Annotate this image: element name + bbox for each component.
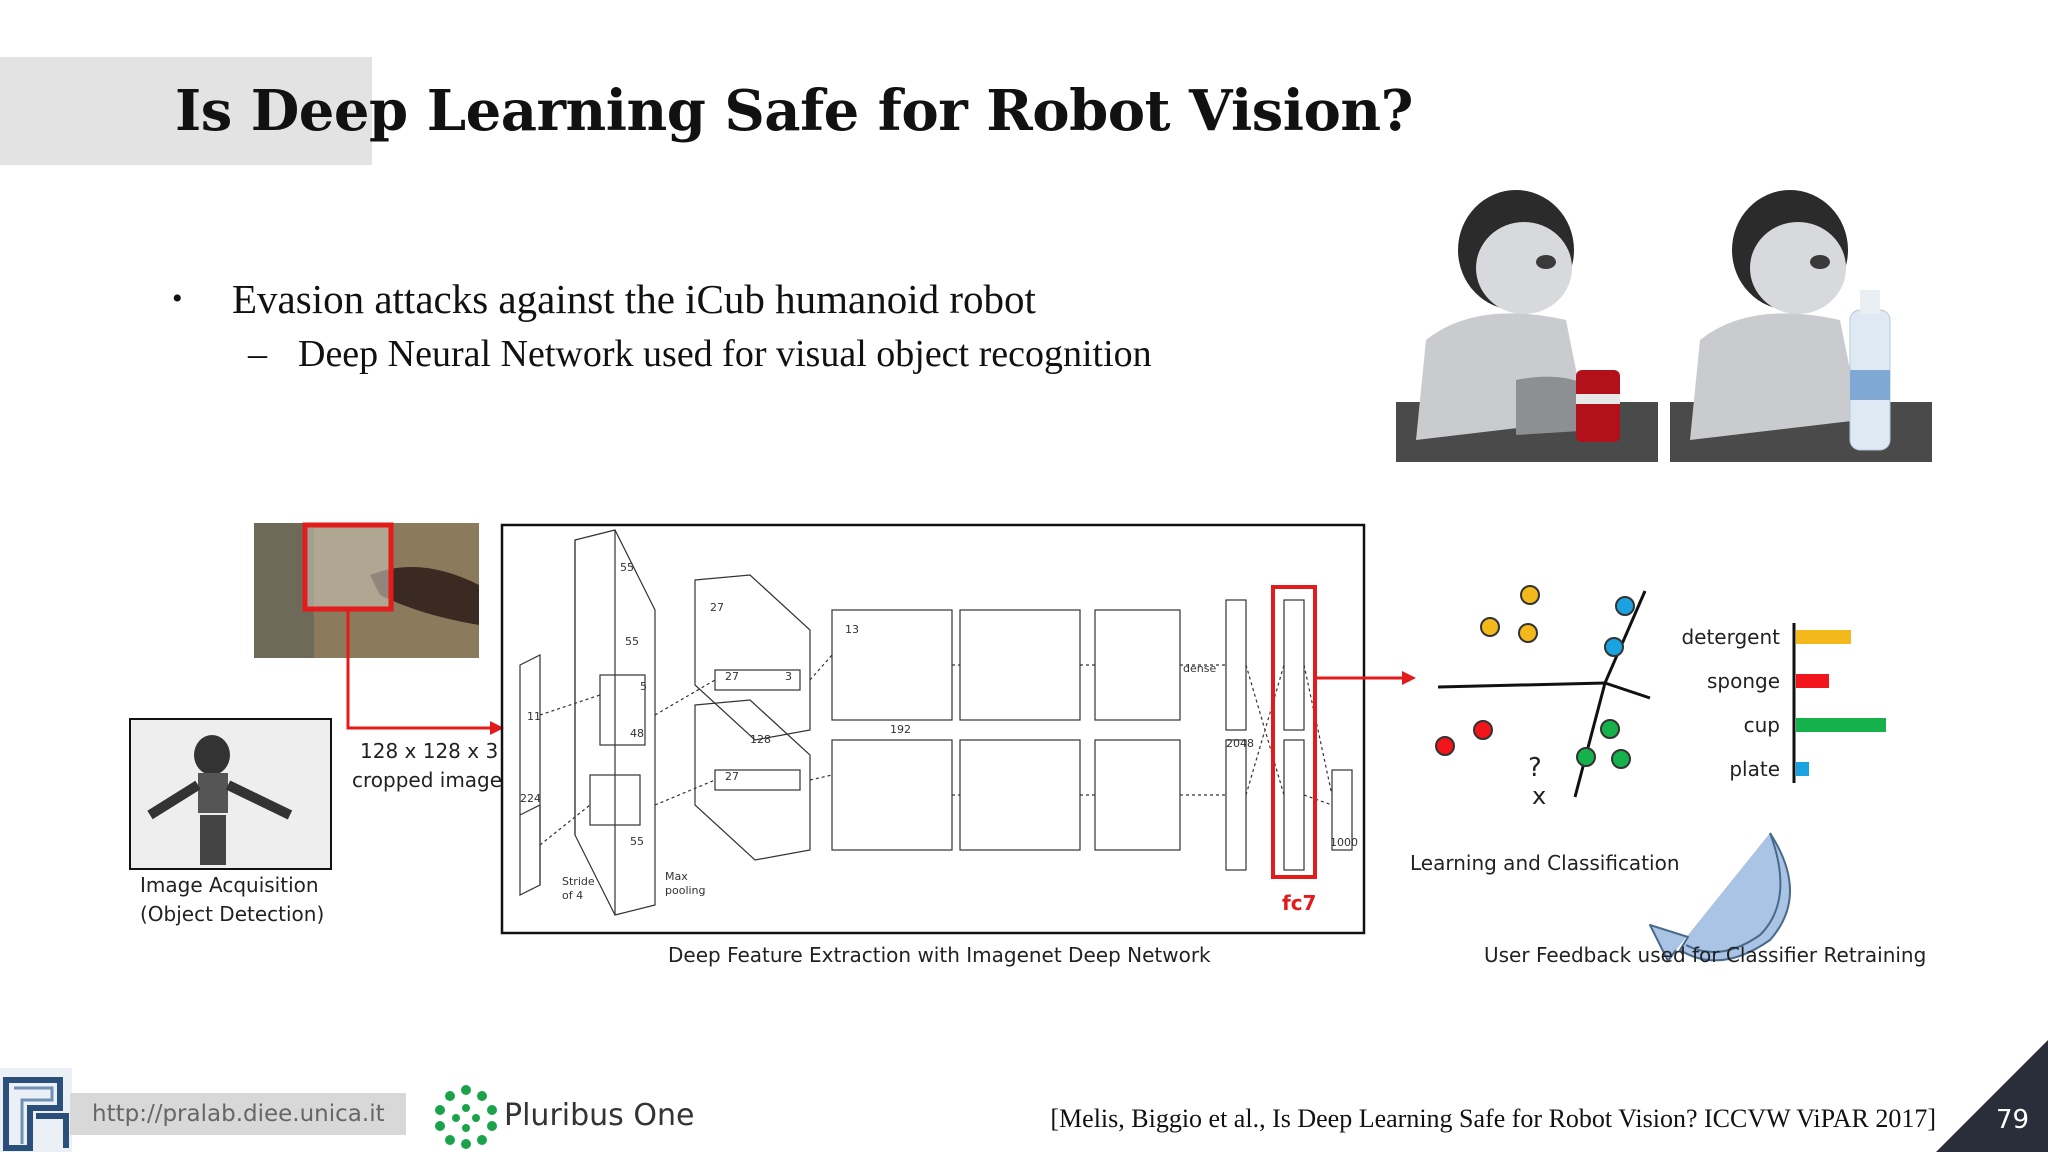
crop-arrow-head: [490, 721, 504, 735]
pluribus-one-logo-icon: [435, 1085, 497, 1149]
dense-label: dense: [1183, 662, 1216, 675]
reference-citation: [Melis, Biggio et al., Is Deep Learning …: [1050, 1104, 1936, 1133]
feedback-arrow-icon: [1649, 832, 1791, 962]
acquisition-label-line1: Image Acquisition: [140, 873, 319, 897]
title-highlight-bar: [0, 57, 372, 165]
stride-label: of 4: [562, 889, 583, 902]
camera-frame-image: [254, 522, 479, 658]
dim-label: 5: [640, 680, 647, 693]
network-caption: Deep Feature Extraction with Imagenet De…: [668, 943, 1211, 967]
crop-label-line2: cropped image: [352, 768, 502, 792]
page-number: 79: [1996, 1105, 2030, 1135]
class-label: plate: [1729, 757, 1780, 781]
class-score-bar: [1796, 674, 1829, 688]
bullet-text: Evasion attacks against the iCub humanoi…: [232, 276, 1036, 322]
fc7-label: fc7: [1282, 891, 1316, 915]
crop-arrow: [346, 609, 492, 730]
dim-label: 27: [725, 770, 739, 783]
dim-label: 27: [725, 670, 739, 683]
slide-title: Is Deep Learning Safe for Robot Vision?: [175, 78, 1413, 144]
pluribus-one-logo-text: Pluribus One: [504, 1098, 695, 1133]
crop-label-line1: 128 x 128 x 3: [360, 739, 498, 763]
dim-label: 27: [710, 601, 724, 614]
sub-bullet-text: Deep Neural Network used for visual obje…: [298, 333, 1152, 375]
dim-label: 224: [520, 792, 541, 805]
dim-label: 192: [890, 723, 911, 736]
dim-label: 48: [630, 727, 644, 740]
url-box: [70, 1093, 406, 1135]
dim-label: 55: [625, 635, 639, 648]
class-score-bar: [1796, 630, 1851, 644]
dim-label: 55: [620, 561, 634, 574]
stride-label: Stride: [562, 875, 595, 888]
pipeline-figure: 128 x 128 x 3 cropped image Image Acquis…: [129, 522, 1926, 967]
learning-caption: Learning and Classification: [1410, 851, 1680, 875]
dim-label: 1000: [1330, 836, 1358, 849]
dim-label: 2048: [1226, 737, 1254, 750]
bullet-marker: •: [172, 282, 183, 315]
image-acquisition-thumbnail: [129, 718, 332, 870]
max-pooling-label: pooling: [665, 884, 706, 897]
fc7-highlight: [1271, 585, 1317, 879]
feedback-caption: User Feedback used for Classifier Retrai…: [1484, 943, 1926, 967]
dim-label: 128: [750, 733, 771, 746]
unknown-sample-x: x: [1532, 782, 1546, 810]
max-pooling-label: Max: [665, 870, 688, 883]
dim-label: 11: [527, 710, 541, 723]
sub-bullet-marker: –: [248, 333, 267, 375]
pralab-logo: [0, 1068, 72, 1152]
robot-with-can-photo: [1396, 190, 1658, 462]
class-label: sponge: [1707, 669, 1780, 693]
acquisition-label-line2: (Object Detection): [140, 902, 324, 926]
robot-with-bottle-photo: [1670, 190, 1932, 462]
page-corner-triangle: [1936, 1040, 2048, 1152]
website-link[interactable]: http://pralab.diee.unica.it: [92, 1101, 385, 1127]
dim-label: 13: [845, 623, 859, 636]
dim-label: 55: [630, 835, 644, 848]
class-label: cup: [1744, 713, 1780, 737]
class-label: detergent: [1681, 625, 1780, 649]
icub-robot-photos: [1396, 190, 1932, 462]
network-diagram: [500, 523, 1366, 935]
class-score-bar: [1796, 762, 1809, 776]
dim-label: 3: [785, 670, 792, 683]
class-score-chart: detergent sponge cup plate: [1681, 623, 1886, 783]
class-score-bar: [1796, 718, 1886, 732]
unknown-sample-question: ?: [1528, 753, 1542, 783]
fc7-arrow-head: [1402, 671, 1416, 685]
classification-scatter: [1435, 585, 1651, 798]
